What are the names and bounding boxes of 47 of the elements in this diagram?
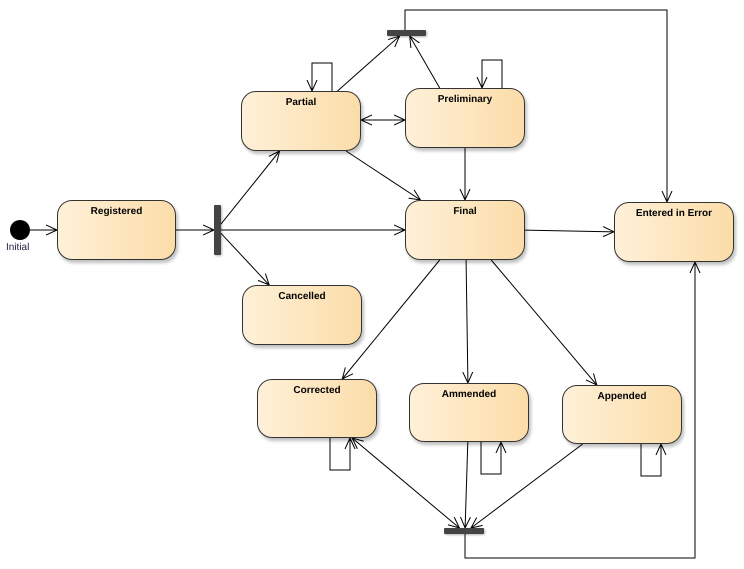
- initial-state: [10, 220, 30, 240]
- transition-arrow: [220, 232, 270, 286]
- transition-arrow: [342, 260, 440, 380]
- state-box: [405, 88, 525, 148]
- sync-bar: [387, 30, 426, 36]
- transition-arrow: [306, 62, 332, 92]
- transition-arrow: [462, 260, 474, 384]
- state-box: [242, 285, 362, 345]
- transition-arrow: [404, 10, 672, 202]
- transition-arrow: [176, 224, 214, 236]
- state-box: [614, 202, 734, 262]
- state-box: [241, 91, 361, 151]
- state-name: Final: [452, 206, 478, 217]
- state-name: Registered: [90, 206, 144, 217]
- state-box: [57, 200, 176, 260]
- transition-arrow: [524, 226, 614, 238]
- state-name: Preliminary: [436, 94, 494, 105]
- transition-arrow: [480, 442, 506, 474]
- transition-arrow: [464, 262, 700, 558]
- state-name: Appended: [596, 391, 648, 402]
- transition-arrow: [470, 444, 584, 528]
- transition-arrow: [360, 114, 406, 126]
- transition-arrow: [490, 260, 598, 386]
- transition-arrow: [337, 36, 400, 92]
- transition-arrow: [220, 224, 406, 236]
- state-name: Ammended: [440, 389, 498, 400]
- state-label: Initial: [6, 242, 30, 253]
- state-name: Cancelled: [277, 291, 327, 302]
- sync-bar: [214, 205, 221, 255]
- transition-arrow: [330, 438, 356, 470]
- transition-arrow: [352, 438, 460, 528]
- transition-arrow: [460, 442, 471, 528]
- state-name: Entered in Error: [634, 208, 714, 219]
- transition-arrow: [460, 148, 470, 200]
- state-box: [257, 379, 377, 438]
- transition-arrow: [640, 444, 666, 476]
- state-box: [409, 383, 529, 442]
- state-name: Partial: [284, 97, 318, 108]
- state-box: [405, 200, 525, 260]
- transition-arrow: [30, 224, 58, 236]
- transition-arrow: [409, 36, 440, 88]
- sync-bar: [444, 528, 484, 534]
- transition-arrow: [346, 150, 421, 200]
- transition-arrow: [220, 150, 280, 225]
- state-name: Corrected: [292, 385, 342, 396]
- transition-arrow: [476, 60, 502, 88]
- state-box: [562, 385, 682, 444]
